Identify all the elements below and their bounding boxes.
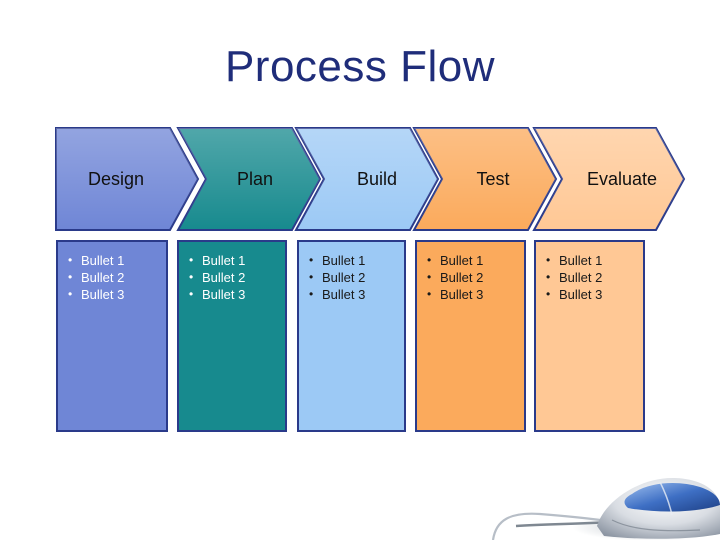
chevron-highlight-design <box>56 128 198 230</box>
bullet-item: Bullet 1 <box>427 252 516 269</box>
bullet-item: Bullet 3 <box>546 286 635 303</box>
step-label-test: Test <box>476 169 510 189</box>
step-box-build: Bullet 1 Bullet 2 Bullet 3 <box>297 240 406 432</box>
chevron-highlight-plan <box>178 128 320 230</box>
bullet-item: Bullet 1 <box>189 252 277 269</box>
chevron-highlight-evaluate <box>534 128 684 230</box>
bullet-list: Bullet 1 Bullet 2 Bullet 3 <box>427 252 516 303</box>
bullet-list: Bullet 1 Bullet 2 Bullet 3 <box>546 252 635 303</box>
step-label-plan: Plan <box>236 169 274 189</box>
bullet-list: Bullet 1 Bullet 2 Bullet 3 <box>68 252 158 303</box>
bullet-item: Bullet 3 <box>68 286 158 303</box>
bullet-item: Bullet 2 <box>546 269 635 286</box>
bullet-item: Bullet 3 <box>427 286 516 303</box>
bullet-list: Bullet 1 Bullet 2 Bullet 3 <box>189 252 277 303</box>
step-box-evaluate: Bullet 1 Bullet 2 Bullet 3 <box>534 240 645 432</box>
step-box-test: Bullet 1 Bullet 2 Bullet 3 <box>415 240 526 432</box>
step-box-design: Bullet 1 Bullet 2 Bullet 3 <box>56 240 168 432</box>
bullet-item: Bullet 1 <box>309 252 396 269</box>
bullet-item: Bullet 1 <box>546 252 635 269</box>
bullet-item: Bullet 3 <box>189 286 277 303</box>
chevron-highlight-test <box>414 128 556 230</box>
bullet-item: Bullet 2 <box>68 269 158 286</box>
bullet-list: Bullet 1 Bullet 2 Bullet 3 <box>309 252 396 303</box>
bullet-item: Bullet 2 <box>189 269 277 286</box>
step-label-build: Build <box>356 169 398 189</box>
bullet-item: Bullet 3 <box>309 286 396 303</box>
step-label-design: Design <box>87 169 145 189</box>
step-label-evaluate: Evaluate <box>586 169 658 189</box>
bullet-item: Bullet 2 <box>309 269 396 286</box>
step-box-plan: Bullet 1 Bullet 2 Bullet 3 <box>177 240 287 432</box>
slide-title: Process Flow <box>224 42 496 91</box>
bullet-item: Bullet 2 <box>427 269 516 286</box>
bullet-item: Bullet 1 <box>68 252 158 269</box>
chevron-highlight-build <box>296 128 438 230</box>
